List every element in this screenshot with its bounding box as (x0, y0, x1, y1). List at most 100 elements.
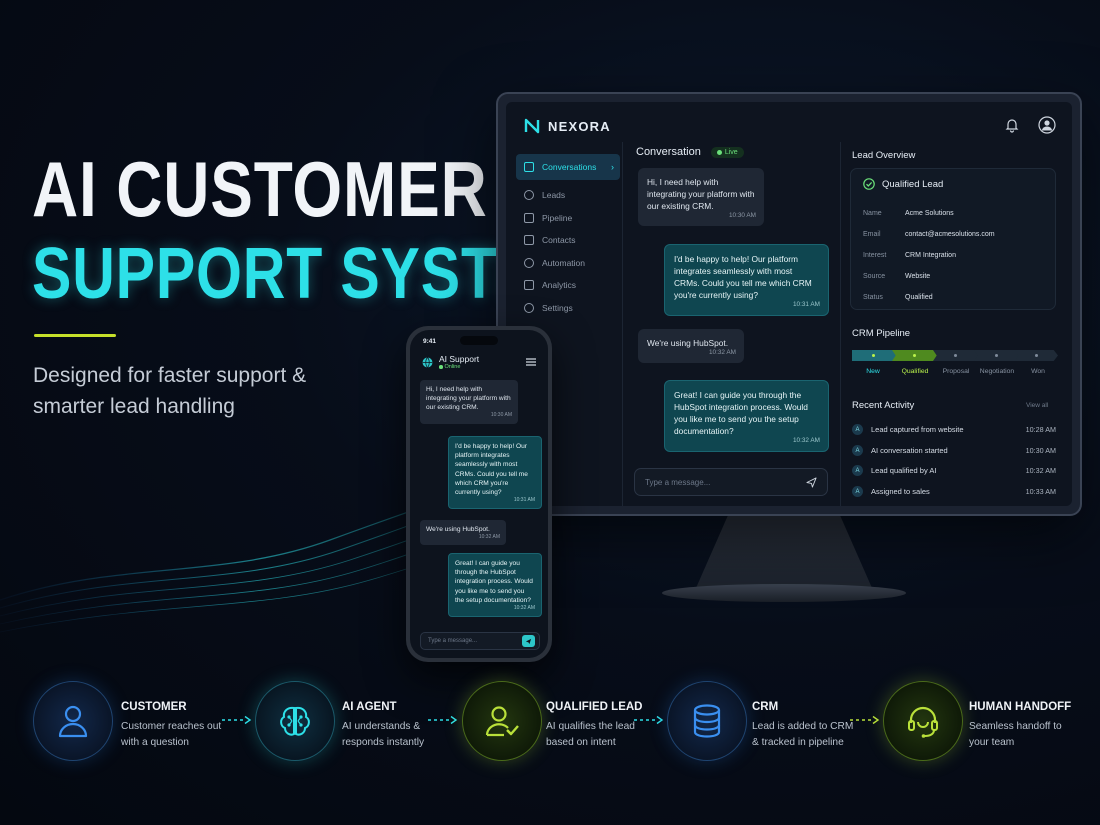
phone-chat-header: AI Support Online (422, 354, 479, 370)
message-text: I'd be happy to help! Our platform integ… (674, 254, 812, 300)
n-logo-icon (524, 118, 540, 134)
app-logo[interactable]: NEXORA (524, 118, 611, 134)
hero-title-line2: SUPPORT SYSTEM (32, 234, 589, 314)
live-badge-label: Live (724, 148, 738, 156)
message-input[interactable]: Type a message... (634, 468, 828, 496)
sidebar-item-label: Leads (542, 190, 566, 200)
pipeline-stage-negotiation[interactable] (974, 350, 1020, 361)
activity-text: Assigned to sales (871, 487, 930, 496)
activity-text: Lead captured from website (871, 425, 964, 434)
flow-title: CRM (752, 701, 779, 713)
activity-time: 10:33 AM (1025, 487, 1056, 496)
flow-desc: Lead is added to CRM & tracked in pipeli… (752, 721, 854, 748)
message-time: 10:32 AM (708, 349, 736, 356)
sidebar-item-settings[interactable]: Settings (516, 297, 620, 319)
lead-field-key: Email (863, 231, 881, 238)
analytics-icon (524, 280, 534, 291)
sidebar-item-leads[interactable]: Leads (516, 184, 620, 206)
activity-time: 10:30 AM (1025, 446, 1056, 455)
divider (622, 142, 623, 506)
activity-item: A AI conversation started 10:30 AM (852, 445, 1056, 456)
user-check-icon (485, 706, 519, 737)
globe-icon (422, 356, 433, 368)
bell-icon[interactable] (1004, 117, 1020, 133)
phone-send-button[interactable] (522, 635, 535, 647)
lead-field-key: Name (863, 210, 882, 217)
sidebar-item-automation[interactable]: Automation (516, 252, 620, 274)
lead-field-key: Interest (863, 252, 887, 259)
pipeline-label: Won (1031, 368, 1045, 375)
message-bubble-customer: Hi, I need help with integrating your pl… (638, 168, 764, 226)
lead-overview-title: Lead Overview (852, 150, 916, 161)
sidebar-item-pipeline[interactable]: Pipeline (516, 207, 620, 229)
message-time: 10:32 AM (478, 534, 500, 540)
message-bubble-customer: We're using HubSpot. 10:32 AM (420, 520, 506, 546)
message-time: 10:30 AM (728, 212, 756, 219)
phone-input-placeholder: Type a message... (428, 638, 478, 644)
pipeline-stage-won[interactable] (1015, 350, 1058, 361)
activity-item: A Lead captured from website 10:28 AM (852, 424, 1056, 435)
flow-arrow-icon (850, 715, 880, 725)
pipeline-stage-qualified[interactable] (892, 350, 938, 361)
hamburger-menu-icon[interactable] (526, 358, 536, 366)
sidebar-item-label: Analytics (542, 280, 577, 291)
chat-icon (524, 162, 534, 172)
send-icon[interactable] (806, 476, 817, 488)
conversation-header: Conversation Live (636, 146, 744, 158)
message-time: 10:30 AM (490, 412, 512, 419)
lead-field-value: Website (905, 273, 931, 280)
view-all-link[interactable]: View all (1026, 402, 1049, 409)
lead-field-value: contact@acmesolutions.com (905, 231, 995, 238)
user-icon (524, 190, 534, 200)
flow-arrow-icon (428, 715, 458, 725)
check-circle-icon (863, 178, 875, 190)
lead-field: Status Qualified (863, 294, 933, 301)
activity-item: A Assigned to sales 10:33 AM (852, 486, 1056, 497)
hero-title-line1: AI CUSTOMER (32, 145, 488, 233)
funnel-icon (524, 212, 534, 223)
activity-item: A Lead qualified by AI 10:32 AM (852, 465, 1056, 476)
activity-text: Lead qualified by AI (871, 466, 937, 475)
pipeline-track (852, 350, 1058, 362)
monitor-base (662, 584, 906, 602)
flow-desc: Seamless handoff to your team (969, 721, 1062, 748)
lead-field: Email contact@acmesolutions.com (863, 231, 995, 238)
sidebar-item-analytics[interactable]: Analytics (516, 274, 620, 296)
message-time: 10:32 AM (513, 604, 535, 611)
recent-activity-title: Recent Activity (852, 400, 915, 411)
avatar: A (852, 465, 863, 476)
avatar: A (852, 424, 863, 435)
monitor-stand (696, 516, 872, 588)
pipeline-stage-new[interactable] (852, 350, 898, 361)
message-time: 10:31 AM (792, 301, 820, 308)
desktop-monitor: NEXORA Conversations › Leads (496, 92, 1082, 516)
profile-icon[interactable] (1038, 116, 1056, 134)
flow-desc: AI qualifies the lead based on intent (546, 721, 635, 748)
flow-title: HUMAN HANDOFF (969, 701, 1072, 713)
pipeline-stage-proposal[interactable] (933, 350, 979, 361)
sidebar-item-contacts[interactable]: Contacts (516, 229, 620, 251)
pipeline-label: Proposal (942, 368, 970, 375)
lead-field-key: Source (863, 273, 886, 280)
phone-message-input[interactable]: Type a message... (420, 632, 540, 650)
sidebar-item-label: Automation (542, 257, 585, 268)
lead-field: Interest CRM Integration (863, 252, 956, 259)
sidebar-item-label: Contacts (542, 235, 576, 246)
flow-step-human-handoff (883, 681, 963, 761)
brain-icon (280, 706, 310, 736)
online-label: Online (444, 364, 461, 370)
hero-accent-rule (34, 334, 116, 337)
phone-chat-title: AI Support (439, 354, 480, 364)
message-bubble-agent: Great! I can guide you through the HubSp… (664, 380, 829, 452)
crm-pipeline-title: CRM Pipeline (852, 328, 911, 339)
qualified-lead-heading: Qualified Lead (863, 178, 943, 190)
headset-icon (908, 706, 938, 738)
message-bubble-customer: We're using HubSpot. 10:32 AM (638, 329, 744, 363)
contacts-icon (524, 235, 534, 246)
avatar: A (852, 445, 863, 456)
sidebar-item-conversations[interactable]: Conversations › (516, 154, 620, 180)
message-text: Great! I can guide you through the HubSp… (455, 560, 533, 604)
sidebar-item-label: Conversations (542, 162, 597, 172)
lead-field-value: Acme Solutions (905, 210, 954, 217)
message-time: 10:31 AM (513, 497, 535, 504)
